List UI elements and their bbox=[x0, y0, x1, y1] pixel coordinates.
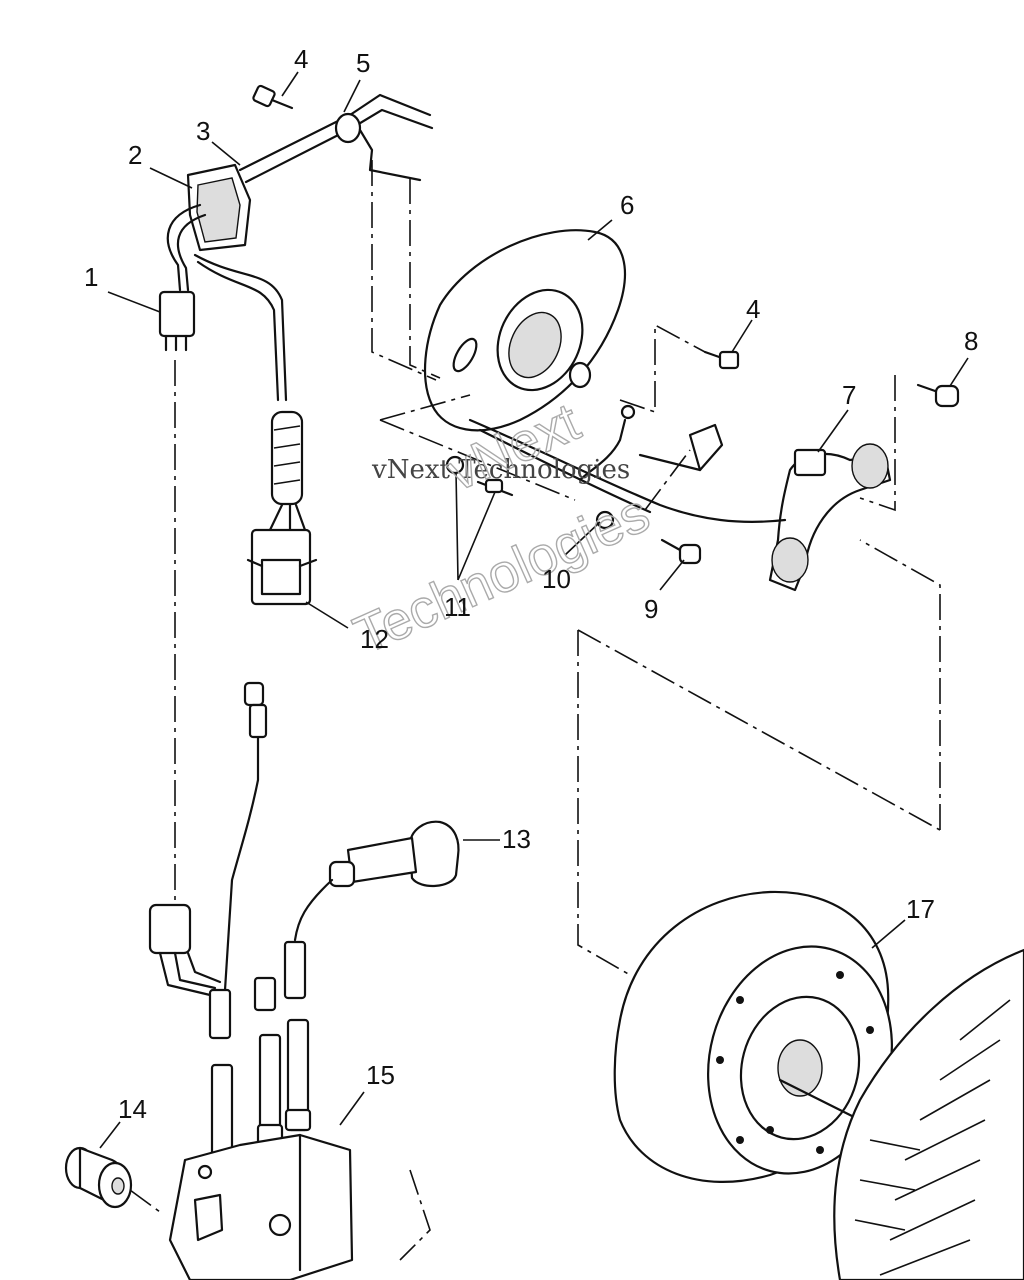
watermark-line-1: vNext Technologies bbox=[371, 455, 630, 485]
callout-12: 12 bbox=[360, 624, 389, 654]
callout-17: 17 bbox=[906, 894, 935, 924]
regulator-part-2 bbox=[186, 163, 252, 252]
screw-part-4-mid bbox=[703, 350, 740, 370]
bolt-part-4-top bbox=[252, 84, 294, 110]
screw-part-9 bbox=[660, 538, 702, 565]
callout-7: 7 bbox=[842, 380, 856, 410]
watermark: vNext Technologies vNext Technologies bbox=[345, 391, 659, 666]
ignition-connector bbox=[148, 903, 222, 997]
callout-4a: 4 bbox=[294, 44, 308, 74]
plug-wire-terminal bbox=[223, 681, 268, 992]
screws-part-11 bbox=[445, 455, 514, 497]
callout-2: 2 bbox=[128, 140, 142, 170]
callout-13: 13 bbox=[502, 824, 531, 854]
watermark-line-3: Technologies bbox=[346, 483, 658, 666]
stator-wires bbox=[468, 418, 787, 523]
screw-part-8 bbox=[916, 383, 960, 408]
cooling-fan bbox=[833, 948, 1024, 1280]
callout-6: 6 bbox=[620, 190, 634, 220]
mounting-rod-part-5 bbox=[238, 93, 434, 184]
callout-8: 8 bbox=[964, 326, 978, 356]
bushing-part-14 bbox=[64, 1146, 161, 1213]
leader-lines bbox=[99, 71, 969, 1149]
stator-plate-part-6 bbox=[423, 229, 636, 432]
callout-1: 1 bbox=[84, 262, 98, 292]
ignition-coil-part-15 bbox=[168, 1018, 354, 1280]
callout-10: 10 bbox=[542, 564, 571, 594]
assembly-guide-lines bbox=[174, 160, 941, 1261]
callout-5: 5 bbox=[356, 48, 370, 78]
callout-4b: 4 bbox=[746, 294, 760, 324]
insulator-sleeves bbox=[208, 940, 307, 1040]
callout-15: 15 bbox=[366, 1060, 395, 1090]
washer-part-10 bbox=[595, 510, 615, 530]
callout-3: 3 bbox=[196, 116, 210, 146]
wiring-harness bbox=[158, 203, 318, 606]
callout-9: 9 bbox=[644, 594, 658, 624]
callout-labels: 1 2 3 4 5 6 4 8 7 11 10 9 12 13 17 15 14 bbox=[84, 44, 978, 1124]
callout-14: 14 bbox=[118, 1094, 147, 1124]
spark-plug-cap-part-13 bbox=[293, 820, 460, 942]
coil-part-7 bbox=[768, 443, 892, 592]
callout-11: 11 bbox=[444, 592, 471, 622]
